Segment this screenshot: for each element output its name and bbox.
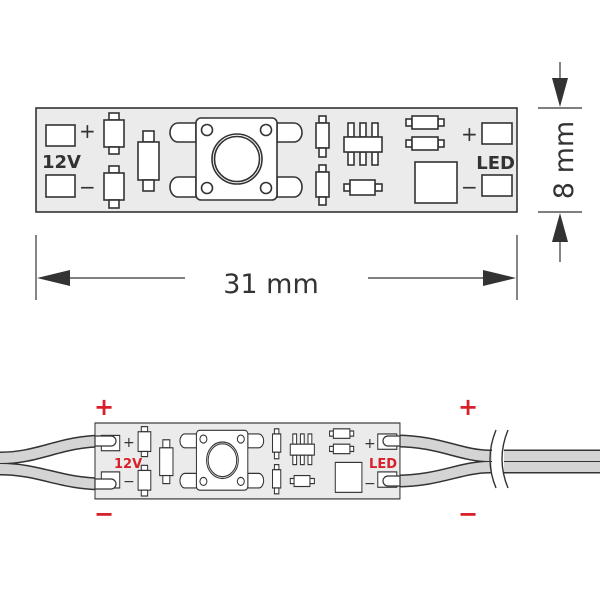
arrow-up-icon [552, 213, 568, 242]
wire-break-mark [489, 428, 509, 490]
wire-tip [382, 475, 401, 487]
wire-tip [94, 478, 117, 490]
wire-tip [382, 435, 401, 447]
length-dimension [35, 235, 518, 300]
wired-input-plus: + [123, 435, 135, 451]
top-output-minus: − [461, 175, 478, 199]
length-label: 31 mm [223, 269, 319, 300]
wired-output-label: LED [369, 457, 397, 472]
input-polarity-plus: + [94, 393, 114, 421]
output-polarity-minus: − [458, 500, 478, 528]
top-output-label: LED [476, 153, 515, 174]
arrow-down-icon [552, 78, 568, 107]
output-polarity-plus: + [458, 393, 478, 421]
output-wires [395, 434, 600, 488]
top-input-plus: + [79, 119, 96, 143]
arrow-left-icon [37, 270, 70, 286]
width-dimension [538, 62, 582, 262]
width-label: 8 mm [549, 121, 580, 199]
input-polarity-minus: − [94, 500, 114, 528]
wire-tip [94, 435, 117, 447]
top-board [35, 107, 518, 213]
wired-output-minus: − [364, 476, 376, 492]
input-wires [0, 434, 105, 491]
wired-input-minus: − [123, 474, 135, 490]
wired-input-label: 12V [114, 457, 142, 472]
arrow-right-icon [483, 270, 516, 286]
wired-output-plus: + [364, 436, 376, 452]
top-input-label: 12V [42, 152, 81, 173]
top-input-minus: − [79, 175, 96, 199]
top-output-plus: + [461, 122, 478, 146]
